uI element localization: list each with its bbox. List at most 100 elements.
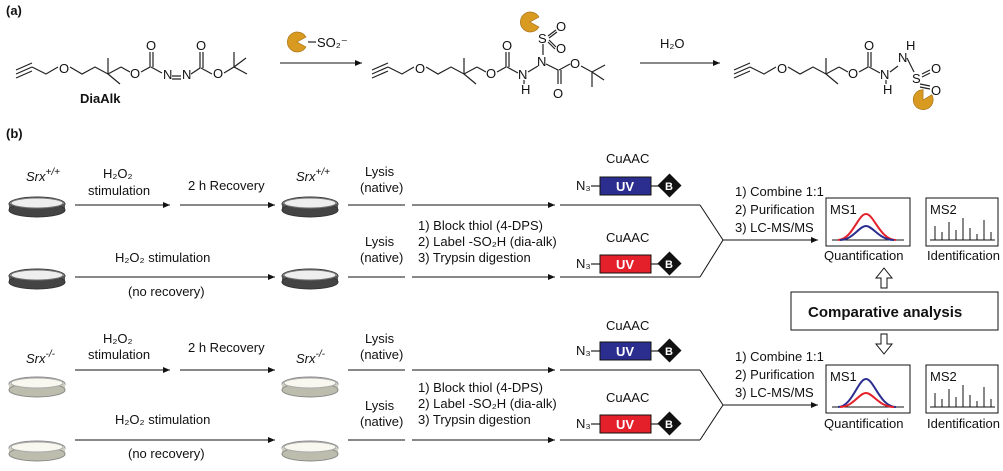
cell-dish — [8, 196, 66, 218]
atom-o: O — [415, 61, 425, 76]
atom-o: O — [848, 66, 858, 81]
ms1-panel: MS1 — [825, 364, 911, 414]
diaalk-structure: O O O N N O O DiaAlk — [15, 38, 248, 106]
no-recovery-label: (no recovery) — [128, 284, 205, 299]
lysis-label: Lysis — [365, 398, 395, 413]
stimulation-label: stimulation — [88, 183, 150, 198]
identification-label: Identification — [927, 248, 1000, 263]
biotin-label: B — [665, 181, 673, 193]
atom-o: O — [130, 66, 140, 81]
uv-label: UV — [616, 257, 634, 272]
h2o2-stim-label: H₂O₂ stimulation — [115, 250, 210, 265]
sulfinate-label: SO₂⁻ — [317, 35, 348, 50]
panel-a-label: (a) — [6, 3, 22, 18]
ms2-label: MS2 — [930, 202, 957, 217]
step-block: 1) Block thiol (4-DPS) — [418, 218, 543, 233]
biotin-label: B — [665, 259, 673, 271]
native-label: (native) — [360, 250, 403, 265]
atom-o: O — [864, 38, 874, 53]
lysis-label: Lysis — [365, 331, 395, 346]
cuaac-label: CuAAC — [606, 318, 649, 333]
step-label: 2) Label -SO₂H (dia-alk) — [418, 396, 557, 411]
cell-dish — [8, 376, 66, 398]
atom-o: O — [486, 66, 496, 81]
atom-n: N — [880, 67, 889, 82]
identification-label: Identification — [927, 416, 1000, 431]
step-digest: 3) Trypsin digestion — [418, 412, 531, 427]
uv-label: UV — [616, 344, 634, 359]
ms2-label: MS2 — [930, 369, 957, 384]
atom-o: O — [556, 41, 566, 56]
atom-h: H — [521, 82, 530, 97]
ms2-panel: MS2 — [925, 197, 999, 247]
atom-n: N — [518, 67, 527, 82]
cell-dish — [281, 376, 339, 398]
diaalk-name: DiaAlk — [80, 91, 121, 106]
azide-label: N₃ — [576, 178, 591, 193]
atom-o: O — [556, 19, 566, 34]
heavy-tag: CuAAC N₃ UV B — [576, 318, 682, 363]
atom-s: S — [538, 31, 547, 46]
cuaac-label: CuAAC — [606, 151, 649, 166]
atom-s: S — [912, 71, 921, 86]
cuaac-label: CuAAC — [606, 230, 649, 245]
ms2-panel: MS2 — [925, 364, 999, 414]
uv-label: UV — [616, 179, 634, 194]
step-label: 2) Label -SO₂H (dia-alk) — [418, 234, 557, 249]
h2o2-stim-label: H₂O₂ stimulation — [115, 412, 210, 427]
merge-connector — [699, 204, 724, 278]
atom-o: O — [59, 61, 69, 76]
quantification-label: Quantification — [824, 416, 904, 431]
atom-o: O — [502, 38, 512, 53]
probe-pacman-icon — [287, 31, 307, 53]
genotype-wt-label: Srx+/+ — [26, 167, 60, 184]
step-block: 1) Block thiol (4-DPS) — [418, 380, 543, 395]
atom-o: O — [931, 83, 941, 98]
comparative-box — [790, 291, 999, 331]
combine-step: 2) Purification — [735, 202, 814, 217]
product-structure: O O O N H N H S O O — [733, 38, 941, 114]
water-label: H₂O — [660, 36, 685, 51]
merge-connector — [699, 369, 724, 441]
light-tag: CuAAC N₃ UV B — [576, 230, 682, 276]
combine-step: 3) LC-MS/MS — [735, 220, 814, 235]
native-label: (native) — [360, 347, 403, 362]
atom-n: N — [182, 67, 191, 82]
atom-n: N — [163, 67, 172, 82]
adduct-structure: O O O N H N S O O O O — [371, 11, 606, 101]
atom-o: O — [931, 61, 941, 76]
azide-label: N₃ — [576, 343, 591, 358]
native-label: (native) — [360, 180, 403, 195]
recovery-label: 2 h Recovery — [188, 178, 265, 193]
down-arrow-icon — [874, 333, 894, 355]
genotype-wt-label: Srx+/+ — [296, 167, 330, 184]
atom-o: O — [553, 86, 563, 101]
atom-o: O — [777, 61, 787, 76]
atom-h: H — [906, 38, 915, 53]
no-recovery-label: (no recovery) — [128, 446, 205, 461]
combine-step: 2) Purification — [735, 367, 814, 382]
native-label: (native) — [360, 414, 403, 429]
comparative-label: Comparative analysis — [808, 304, 962, 321]
atom-h: H — [883, 82, 892, 97]
cell-dish — [281, 268, 339, 290]
lysis-label: Lysis — [365, 234, 395, 249]
atom-o: O — [196, 38, 206, 53]
combine-step: 3) LC-MS/MS — [735, 385, 814, 400]
uv-label: UV — [616, 417, 634, 432]
cell-dish — [281, 196, 339, 218]
azide-label: N₃ — [576, 416, 591, 431]
h2o2-label: H₂O₂ — [103, 166, 133, 181]
atom-n: N — [898, 50, 907, 65]
ms1-panel: MS1 — [825, 197, 911, 247]
stimulation-label: stimulation — [88, 347, 150, 362]
ms1-label: MS1 — [830, 369, 857, 384]
panel-b-label: (b) — [6, 126, 23, 141]
up-arrow-icon — [874, 267, 894, 289]
probe-pacman-icon — [520, 11, 540, 33]
cuaac-label: CuAAC — [606, 390, 649, 405]
biotin-label: B — [665, 419, 673, 431]
quantification-label: Quantification — [824, 248, 904, 263]
cell-dish — [8, 268, 66, 290]
